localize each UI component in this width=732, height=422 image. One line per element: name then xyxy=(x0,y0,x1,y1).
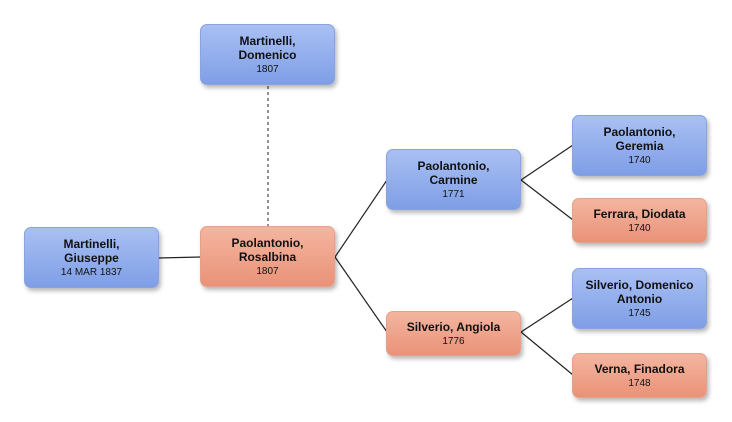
person-name: Domenico xyxy=(238,47,297,62)
person-name: Verna, Finadora xyxy=(594,361,685,376)
person-card-domenico-antonio[interactable]: Silverio, Domenico Antonio 1745 xyxy=(572,268,707,329)
person-name: Silverio, Angiola xyxy=(406,319,501,334)
person-name: Geremia xyxy=(615,138,664,153)
person-date: 14 MAR 1837 xyxy=(60,266,123,278)
person-name: Martinelli, xyxy=(63,236,120,251)
connector-angiola-finadora xyxy=(520,331,574,376)
person-card-finadora[interactable]: Verna, Finadora 1748 xyxy=(572,353,707,398)
person-date: 1740 xyxy=(628,154,651,166)
connector-rosalbina-carmine xyxy=(334,179,388,258)
person-card-rosalbina[interactable]: Paolantonio, Rosalbina 1807 xyxy=(200,226,335,287)
person-date: 1745 xyxy=(628,307,651,319)
connector-carmine-geremia xyxy=(520,144,574,181)
person-name: Paolantonio, xyxy=(231,235,304,250)
person-card-carmine[interactable]: Paolantonio, Carmine 1771 xyxy=(386,149,521,210)
connector-rosalbina-angiola xyxy=(334,256,388,333)
person-date: 1776 xyxy=(442,335,465,347)
person-card-geremia[interactable]: Paolantonio, Geremia 1740 xyxy=(572,115,707,176)
person-date: 1807 xyxy=(256,63,279,75)
person-card-diodata[interactable]: Ferrara, Diodata 1740 xyxy=(572,198,707,243)
person-name: Giuseppe xyxy=(64,250,119,265)
connector-angiola-domenico-antonio xyxy=(520,297,574,333)
person-name: Paolantonio, xyxy=(603,124,676,139)
person-name: Carmine xyxy=(429,172,478,187)
connector-carmine-diodata xyxy=(520,179,574,221)
person-date: 1807 xyxy=(256,265,279,277)
person-date: 1740 xyxy=(628,222,651,234)
person-name: Ferrara, Diodata xyxy=(593,206,686,221)
person-name: Paolantonio, xyxy=(417,158,490,173)
person-date: 1748 xyxy=(628,377,651,389)
person-date: 1771 xyxy=(442,188,465,200)
person-name: Martinelli, xyxy=(239,33,296,48)
connector-giuseppe-rosalbina xyxy=(157,256,202,259)
person-card-giuseppe[interactable]: Martinelli, Giuseppe 14 MAR 1837 xyxy=(24,227,159,288)
person-card-angiola[interactable]: Silverio, Angiola 1776 xyxy=(386,311,521,356)
person-name: Silverio, Domenico xyxy=(585,277,694,292)
person-name: Rosalbina xyxy=(238,249,297,264)
person-name: Antonio xyxy=(616,291,663,306)
person-card-domenico[interactable]: Martinelli, Domenico 1807 xyxy=(200,24,335,85)
